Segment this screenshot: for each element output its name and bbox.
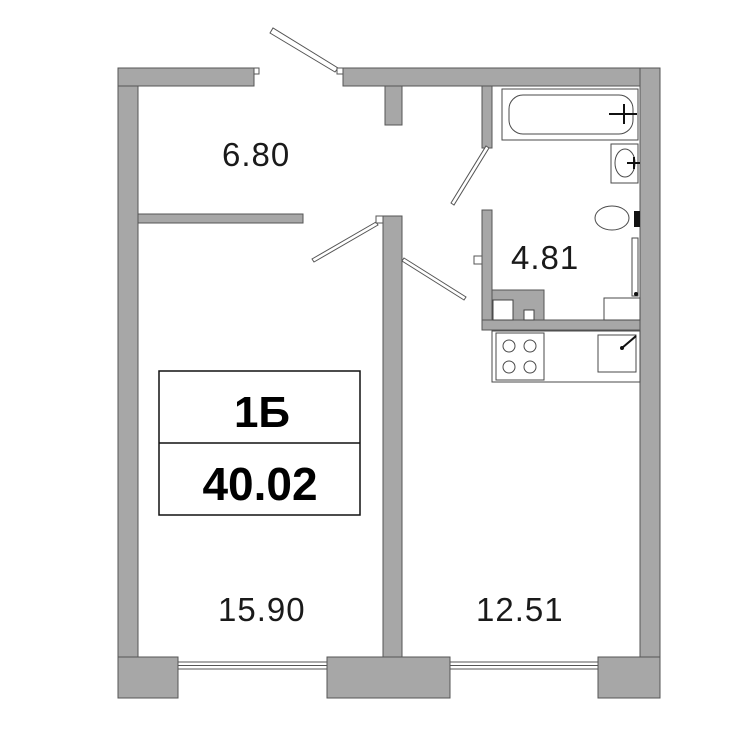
bathroom-door-jamb <box>473 255 483 265</box>
shaft-square-small <box>523 309 535 321</box>
bathroom-door[interactable] <box>450 145 490 206</box>
toilet-bowl <box>594 205 630 231</box>
total-area: 40.02 <box>202 458 317 510</box>
room-area-hall: 6.80 <box>222 136 290 173</box>
entrance-door-jamb-left <box>253 67 260 75</box>
outer-wall-top-left <box>117 67 255 87</box>
outer-wall-left <box>117 67 139 699</box>
bathroom-fixtures <box>501 88 641 321</box>
bedroom-door-jamb <box>375 215 384 224</box>
stove-burner-3 <box>502 360 516 374</box>
entrance-door[interactable] <box>269 27 339 73</box>
towel-rail <box>631 237 639 297</box>
wall-bath-upper <box>481 85 493 149</box>
washing-machine <box>603 297 641 321</box>
stove-burner-4 <box>523 360 537 374</box>
stove <box>495 332 545 381</box>
entrance-door-jamb-right <box>336 67 344 75</box>
room-area-bedroom: 15.90 <box>218 591 306 628</box>
outer-wall-bottom-left <box>117 656 179 699</box>
shaft-square-large <box>492 299 514 321</box>
toilet-tank <box>634 211 640 227</box>
outer-wall-bottom-right <box>597 656 661 699</box>
room-area-kitchen-living: 12.51 <box>476 591 564 628</box>
outer-wall-top-right <box>342 67 661 87</box>
room-labels: 6.80 4.81 15.90 12.51 <box>218 136 579 628</box>
outer-wall-bottom-middle <box>326 656 451 699</box>
apartment-type: 1Б <box>234 388 290 437</box>
towel-rail-dot <box>634 292 638 296</box>
stove-burner-2 <box>523 339 537 353</box>
kitchen-fixtures <box>491 330 641 383</box>
windows <box>177 661 599 670</box>
wall-stub-top <box>384 85 403 126</box>
stove-burner-1 <box>502 339 516 353</box>
kitchen-sink-drain <box>620 346 624 350</box>
shaft-details <box>492 299 535 321</box>
wall-hall-bedroom <box>137 213 304 224</box>
walls <box>117 67 661 699</box>
kitchen-door[interactable] <box>401 257 467 301</box>
outer-wall-right <box>639 67 661 699</box>
wall-bath-lower <box>481 209 493 331</box>
room-area-bathroom: 4.81 <box>511 239 579 276</box>
kitchen-sink-faucet <box>621 335 637 349</box>
wall-bath-bottom <box>481 319 641 331</box>
wall-bedroom-kitchen <box>382 215 403 658</box>
doors <box>253 27 490 301</box>
bedroom-door[interactable] <box>311 221 379 263</box>
apartment-info-box: 1Б 40.02 <box>158 370 361 516</box>
